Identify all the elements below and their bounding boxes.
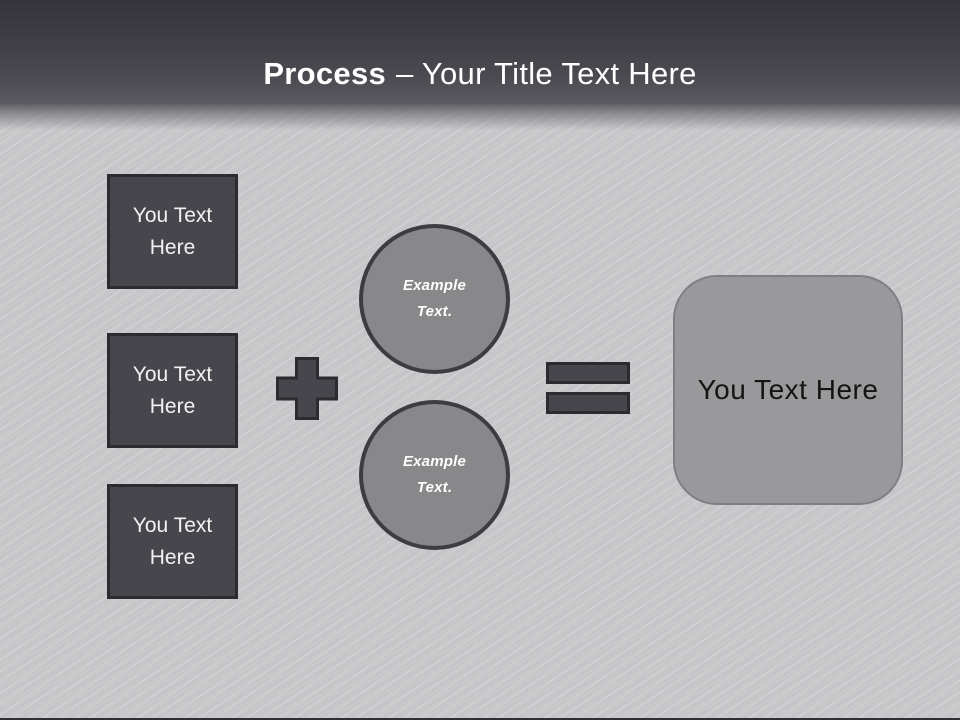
circle-label: Example Text. (402, 452, 467, 496)
circle-label: Example Text. (402, 276, 467, 320)
result-box-label: You Text Here (697, 374, 879, 405)
input-box-2[interactable]: You Text Here (107, 333, 238, 448)
example-circle-2[interactable]: Example Text. (359, 400, 510, 550)
input-box-label: You Text Here (132, 514, 213, 569)
slide-title-rest: – Your Title Text Here (395, 56, 697, 91)
slide-title: Process– Your Title Text Here (0, 56, 960, 92)
result-box[interactable]: You Text Here (673, 275, 903, 505)
example-circle-1[interactable]: Example Text. (359, 224, 510, 374)
input-box-label: You Text Here (132, 204, 213, 259)
plus-icon (276, 357, 338, 420)
equals-icon (546, 362, 630, 414)
input-box-1[interactable]: You Text Here (107, 174, 238, 289)
input-box-3[interactable]: You Text Here (107, 484, 238, 599)
slide-title-bold: Process (263, 56, 387, 91)
input-box-label: You Text Here (132, 363, 213, 418)
equals-bar-bottom (546, 392, 630, 414)
header-bar: Process– Your Title Text Here (0, 0, 960, 130)
equals-bar-top (546, 362, 630, 384)
bottom-edge-line (0, 718, 960, 720)
